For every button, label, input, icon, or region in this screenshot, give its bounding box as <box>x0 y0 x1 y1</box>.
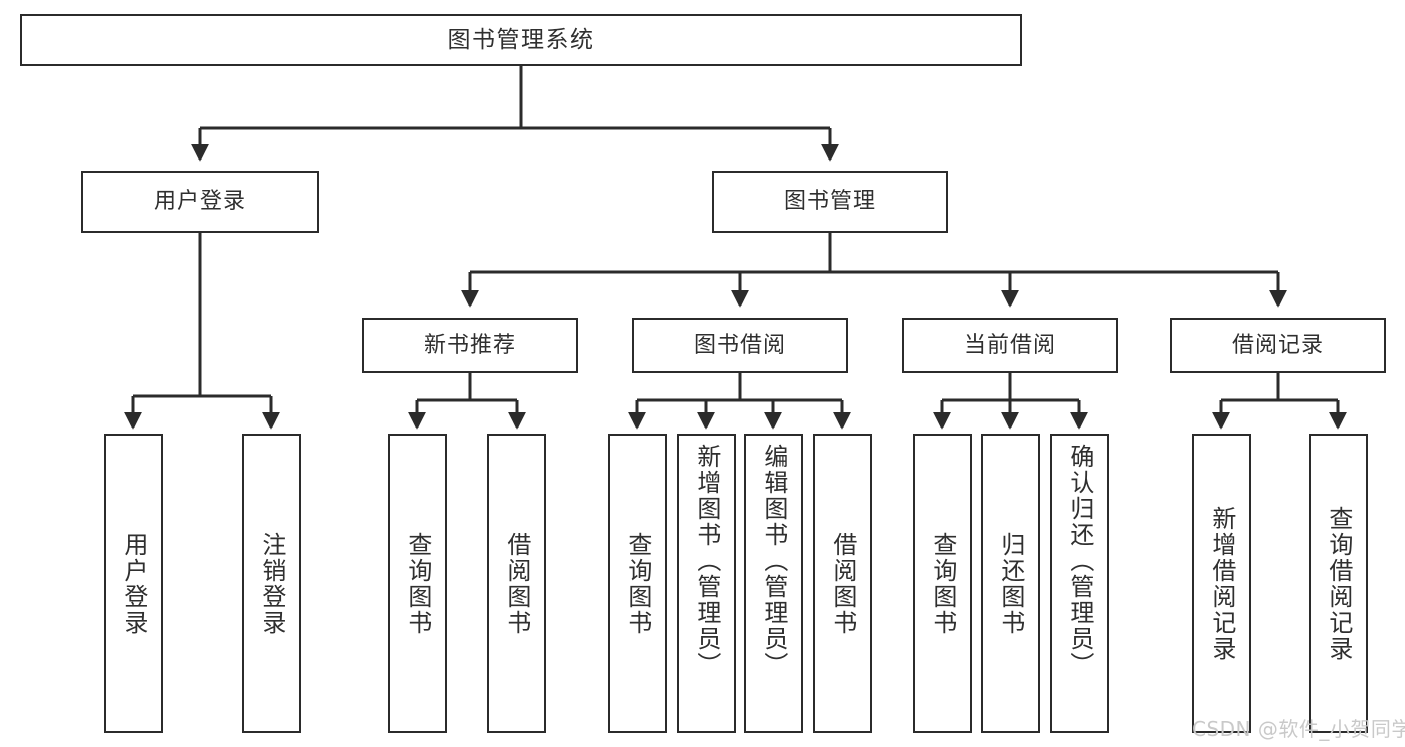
node-label: 查询图书 <box>403 531 432 636</box>
leaf-borrow-book-recommend[interactable]: 借阅图书 <box>487 434 546 733</box>
node-label: 查询图书 <box>623 531 652 636</box>
node-label: 归还图书 <box>996 531 1025 636</box>
leaf-query-book-recommend[interactable]: 查询图书 <box>388 434 447 733</box>
node-book-borrow[interactable]: 图书借阅 <box>632 318 848 373</box>
node-label: 注销登录 <box>257 531 286 636</box>
leaf-edit-book-admin[interactable]: 编辑图书（管理员） <box>744 434 803 733</box>
node-borrow-record[interactable]: 借阅记录 <box>1170 318 1386 373</box>
leaf-query-book-current[interactable]: 查询图书 <box>913 434 972 733</box>
node-label: 图书管理系统 <box>447 26 595 53</box>
node-user-login[interactable]: 用户登录 <box>81 171 319 233</box>
node-label: 编辑图书（管理员） <box>759 444 788 678</box>
node-label: 查询图书 <box>928 531 957 636</box>
node-new-book-recommend[interactable]: 新书推荐 <box>362 318 578 373</box>
leaf-add-book-admin[interactable]: 新增图书（管理员） <box>677 434 736 733</box>
node-label: 借阅图书 <box>828 531 857 636</box>
node-label: 用户登录 <box>119 531 148 636</box>
node-label: 当前借阅 <box>963 332 1056 358</box>
watermark-text: CSDN @软件_小贺同学 <box>1192 717 1405 741</box>
node-label: 图书管理 <box>783 189 876 215</box>
node-label: 借阅记录 <box>1231 332 1324 358</box>
leaf-user-logout[interactable]: 注销登录 <box>242 434 301 733</box>
leaf-query-book-borrow[interactable]: 查询图书 <box>608 434 667 733</box>
node-label: 新增图书（管理员） <box>692 444 721 678</box>
leaf-return-book[interactable]: 归还图书 <box>981 434 1040 733</box>
csdn-watermark: CSDN @软件_小贺同学 <box>1192 713 1405 742</box>
leaf-borrow-book-borrow[interactable]: 借阅图书 <box>813 434 872 733</box>
node-label: 图书借阅 <box>693 332 786 358</box>
node-root-system[interactable]: 图书管理系统 <box>20 14 1022 66</box>
node-label: 新书推荐 <box>423 332 516 358</box>
node-label: 借阅图书 <box>502 531 531 636</box>
leaf-confirm-return-admin[interactable]: 确认归还（管理员） <box>1050 434 1109 733</box>
node-label: 新增借阅记录 <box>1207 505 1236 662</box>
leaf-user-login[interactable]: 用户登录 <box>104 434 163 733</box>
node-book-manage[interactable]: 图书管理 <box>712 171 948 233</box>
leaf-query-borrow-record[interactable]: 查询借阅记录 <box>1309 434 1368 733</box>
node-label: 查询借阅记录 <box>1324 505 1353 662</box>
node-current-borrow[interactable]: 当前借阅 <box>902 318 1118 373</box>
node-label: 确认归还（管理员） <box>1065 444 1094 678</box>
node-label: 用户登录 <box>153 189 246 215</box>
leaf-add-borrow-record[interactable]: 新增借阅记录 <box>1192 434 1251 733</box>
